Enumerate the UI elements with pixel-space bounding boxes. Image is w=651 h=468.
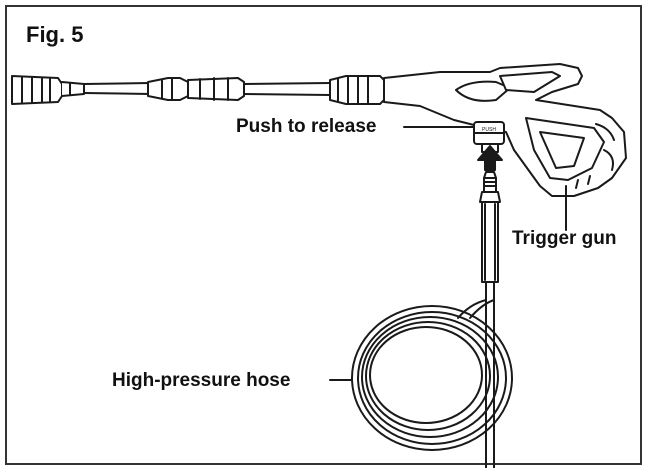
- release-button-text: PUSH: [482, 127, 496, 133]
- leader-lines: [329, 126, 567, 381]
- insert-arrow: [477, 145, 503, 171]
- lance-coupler: [147, 77, 245, 101]
- lance-shaft: [83, 82, 331, 96]
- nozzle-tip: [11, 75, 85, 105]
- gun-connector: [329, 75, 385, 105]
- hose-fitting: [479, 171, 501, 283]
- label-trigger-gun: Trigger gun: [512, 228, 617, 249]
- label-push-to-release: Push to release: [236, 116, 377, 137]
- figure-title: Fig. 5: [26, 22, 84, 47]
- label-high-pressure-hose: High-pressure hose: [112, 370, 291, 391]
- high-pressure-hose: [351, 281, 513, 468]
